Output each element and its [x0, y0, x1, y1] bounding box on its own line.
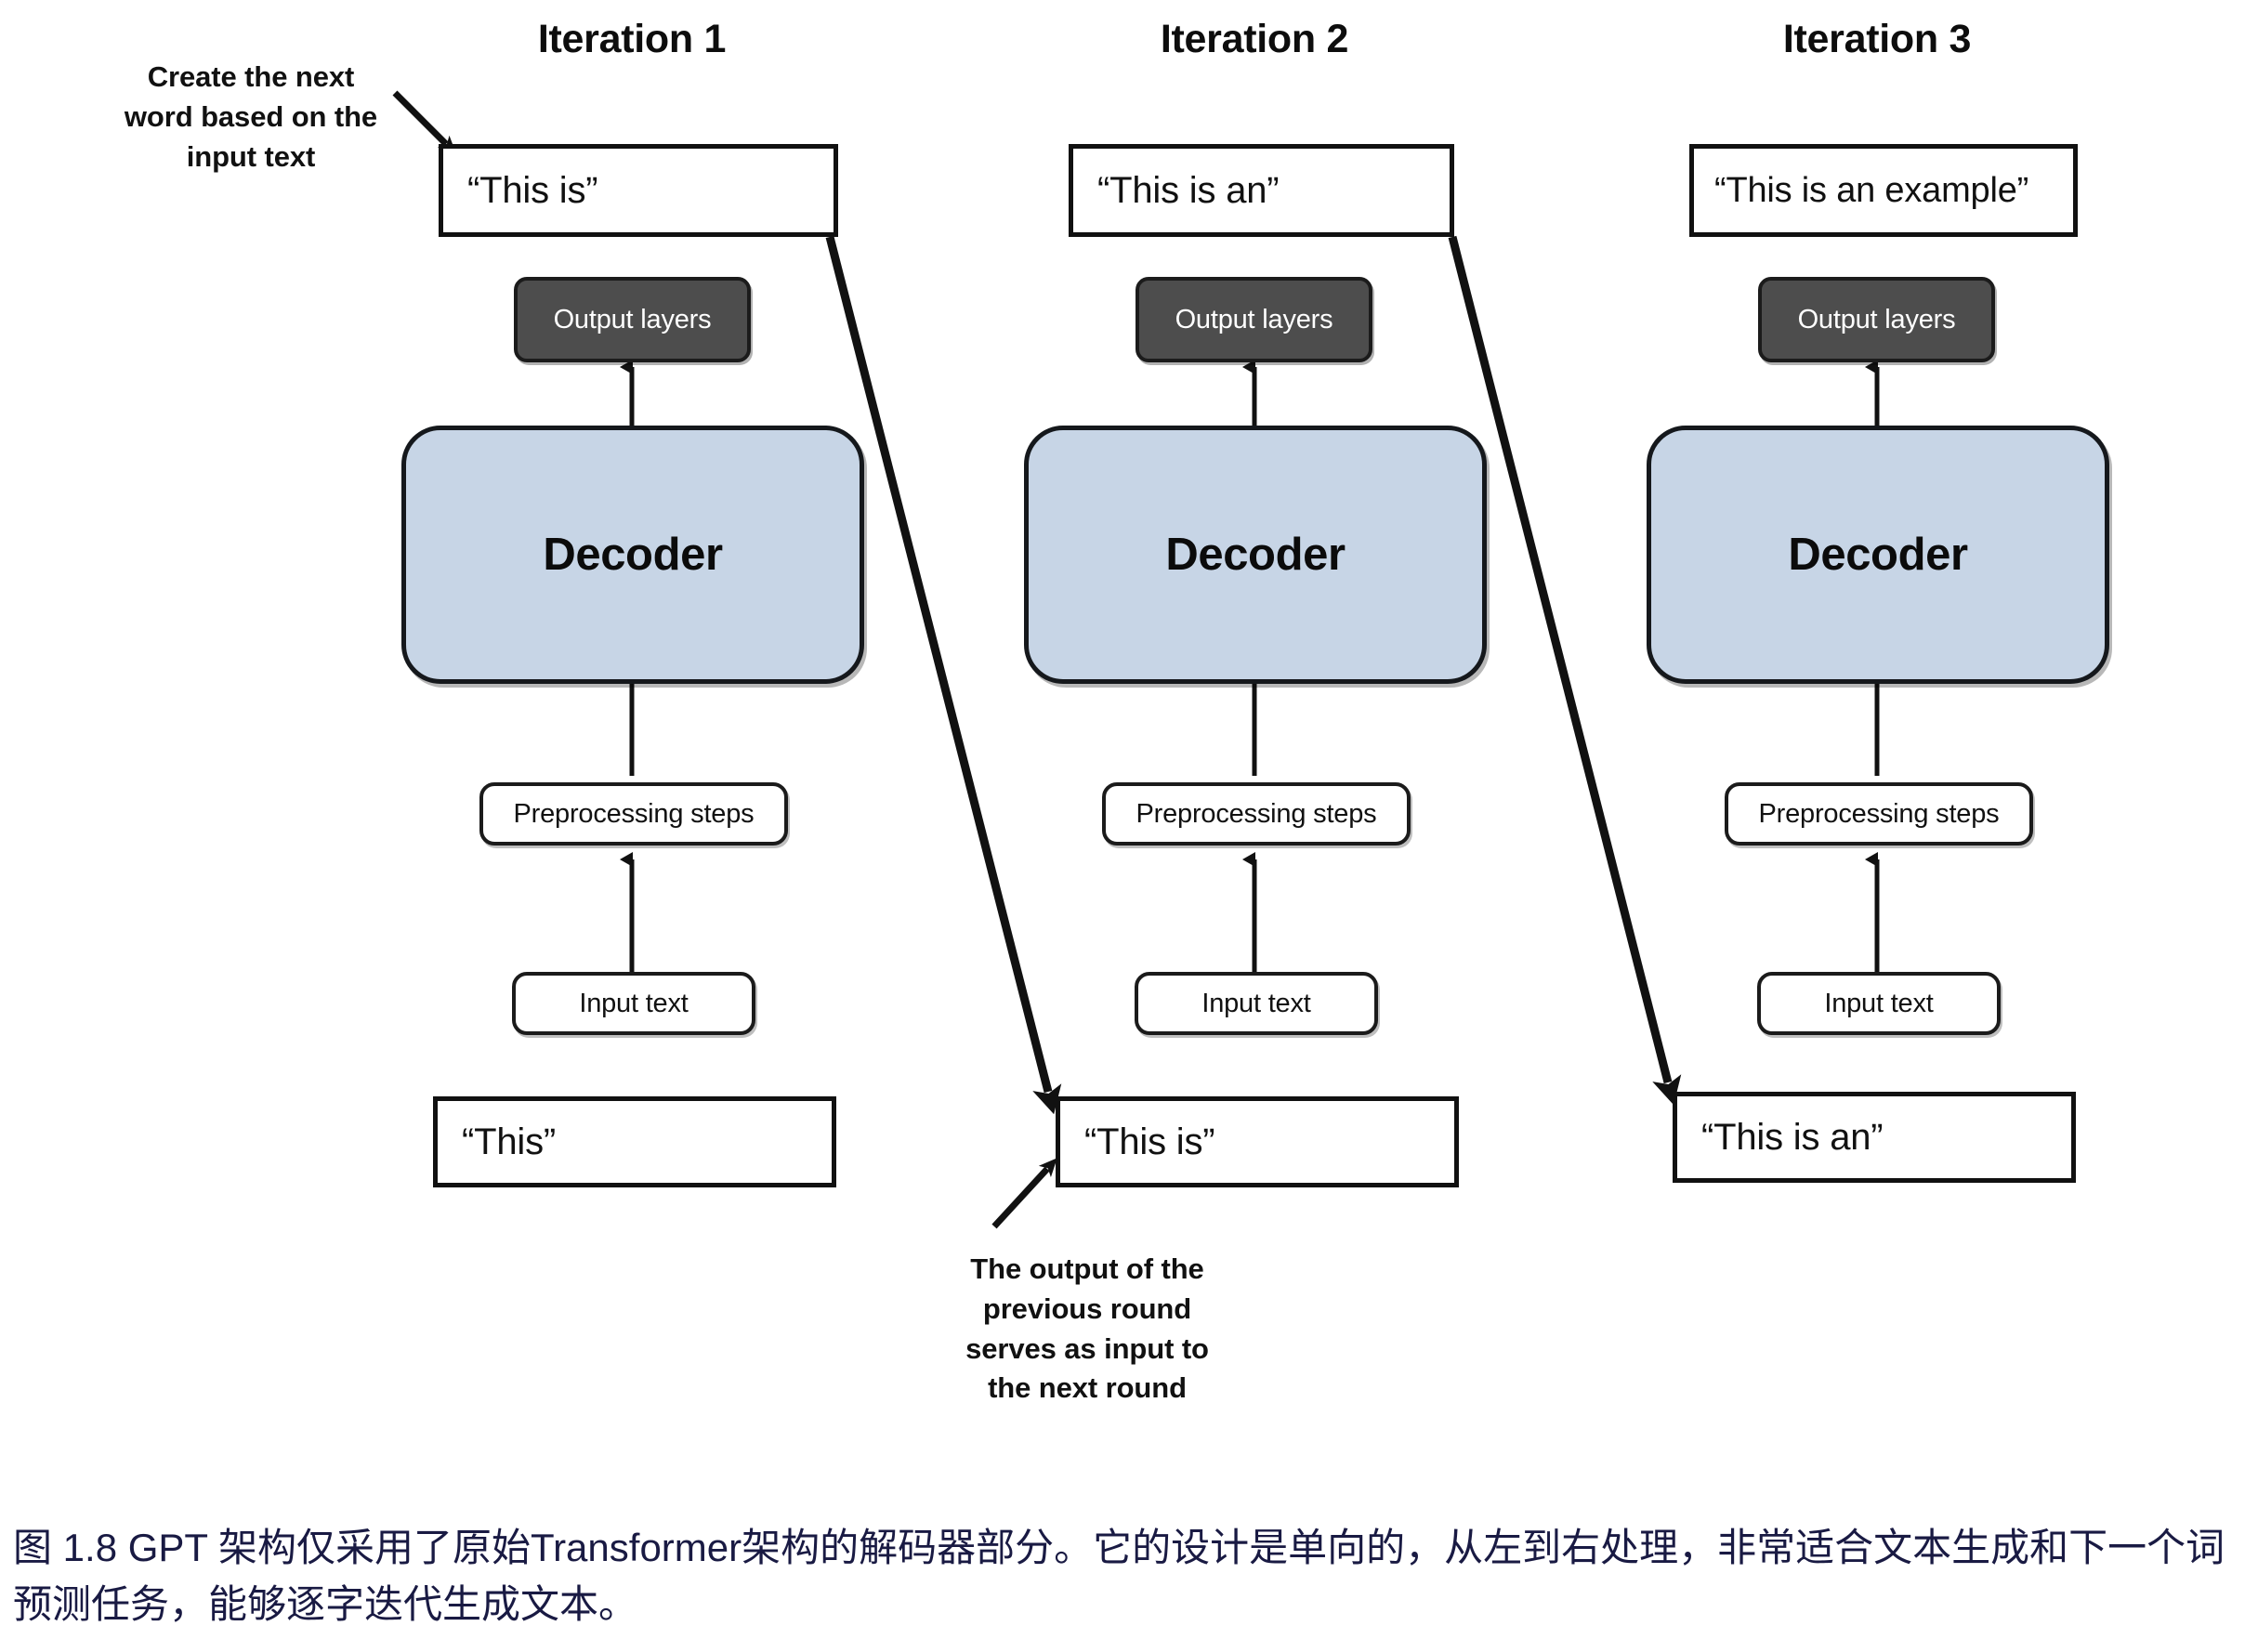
input-text-box-iteration-2: “This is” — [1056, 1096, 1459, 1187]
input-text-value: “This” — [462, 1121, 557, 1162]
output-layers-box-iteration-3: Output layers — [1758, 277, 1995, 362]
column-title-iteration-3: Iteration 3 — [1782, 17, 1972, 61]
input-text-box-iteration-3: “This is an” — [1673, 1092, 2076, 1183]
preprocessing-label: Preprocessing steps — [513, 798, 755, 829]
callout-output-previous-round: The output of the previous round serves … — [892, 1250, 1282, 1409]
decoder-label: Decoder — [1788, 530, 1968, 580]
output-text-box-iteration-1: “This is” — [439, 144, 838, 237]
preprocessing-pill-iteration-1: Preprocessing steps — [479, 782, 788, 846]
decoder-box-iteration-3: Decoder — [1647, 426, 2109, 684]
input-text-label: Input text — [579, 988, 689, 1018]
input-text-value: “This is an” — [1701, 1116, 1884, 1158]
callout-line: Create the next word based on the input … — [124, 60, 378, 173]
input-text-label: Input text — [1201, 988, 1311, 1018]
input-text-pill-iteration-1: Input text — [512, 972, 755, 1035]
output-layers-label: Output layers — [1175, 304, 1333, 334]
input-text-box-iteration-1: “This” — [433, 1096, 836, 1187]
decoder-box-iteration-2: Decoder — [1024, 426, 1487, 684]
callout-create-next-word: Create the next word based on the input … — [112, 58, 390, 177]
callout-line: The output of the previous round serves … — [965, 1252, 1209, 1405]
decoder-box-iteration-1: Decoder — [401, 426, 864, 684]
column-title-iteration-1: Iteration 1 — [537, 17, 727, 61]
output-layers-label: Output layers — [553, 304, 712, 334]
output-text-value: “This is” — [467, 169, 598, 211]
preprocessing-label: Preprocessing steps — [1758, 798, 2000, 829]
output-layers-box-iteration-1: Output layers — [514, 277, 751, 362]
input-text-pill-iteration-3: Input text — [1757, 972, 2001, 1035]
carryover-arrow-2-to-3 — [1448, 235, 1682, 1106]
output-text-box-iteration-2: “This is an” — [1069, 144, 1454, 237]
output-layers-box-iteration-2: Output layers — [1136, 277, 1372, 362]
output-text-value: “This is an” — [1097, 169, 1280, 211]
preprocessing-label: Preprocessing steps — [1136, 798, 1377, 829]
output-text-box-iteration-3: “This is an example” — [1689, 144, 2078, 237]
figure-caption: 图 1.8 GPT 架构仅采用了原始Transformer架构的解码器部分。它的… — [13, 1526, 2225, 1626]
callout-leader-bottom — [991, 1158, 1057, 1229]
preprocessing-pill-iteration-2: Preprocessing steps — [1102, 782, 1411, 846]
preprocessing-pill-iteration-3: Preprocessing steps — [1725, 782, 2033, 846]
output-layers-label: Output layers — [1797, 304, 1956, 334]
decoder-label: Decoder — [1165, 530, 1346, 580]
decoder-label: Decoder — [543, 530, 723, 580]
input-text-pill-iteration-2: Input text — [1135, 972, 1378, 1035]
input-text-value: “This is” — [1084, 1121, 1215, 1162]
carryover-arrow-1-to-2 — [825, 235, 1062, 1115]
column-title-iteration-2: Iteration 2 — [1160, 17, 1349, 61]
input-text-label: Input text — [1824, 988, 1934, 1018]
callout-leader-top — [392, 90, 457, 155]
output-text-value: “This is an example” — [1714, 170, 2029, 210]
